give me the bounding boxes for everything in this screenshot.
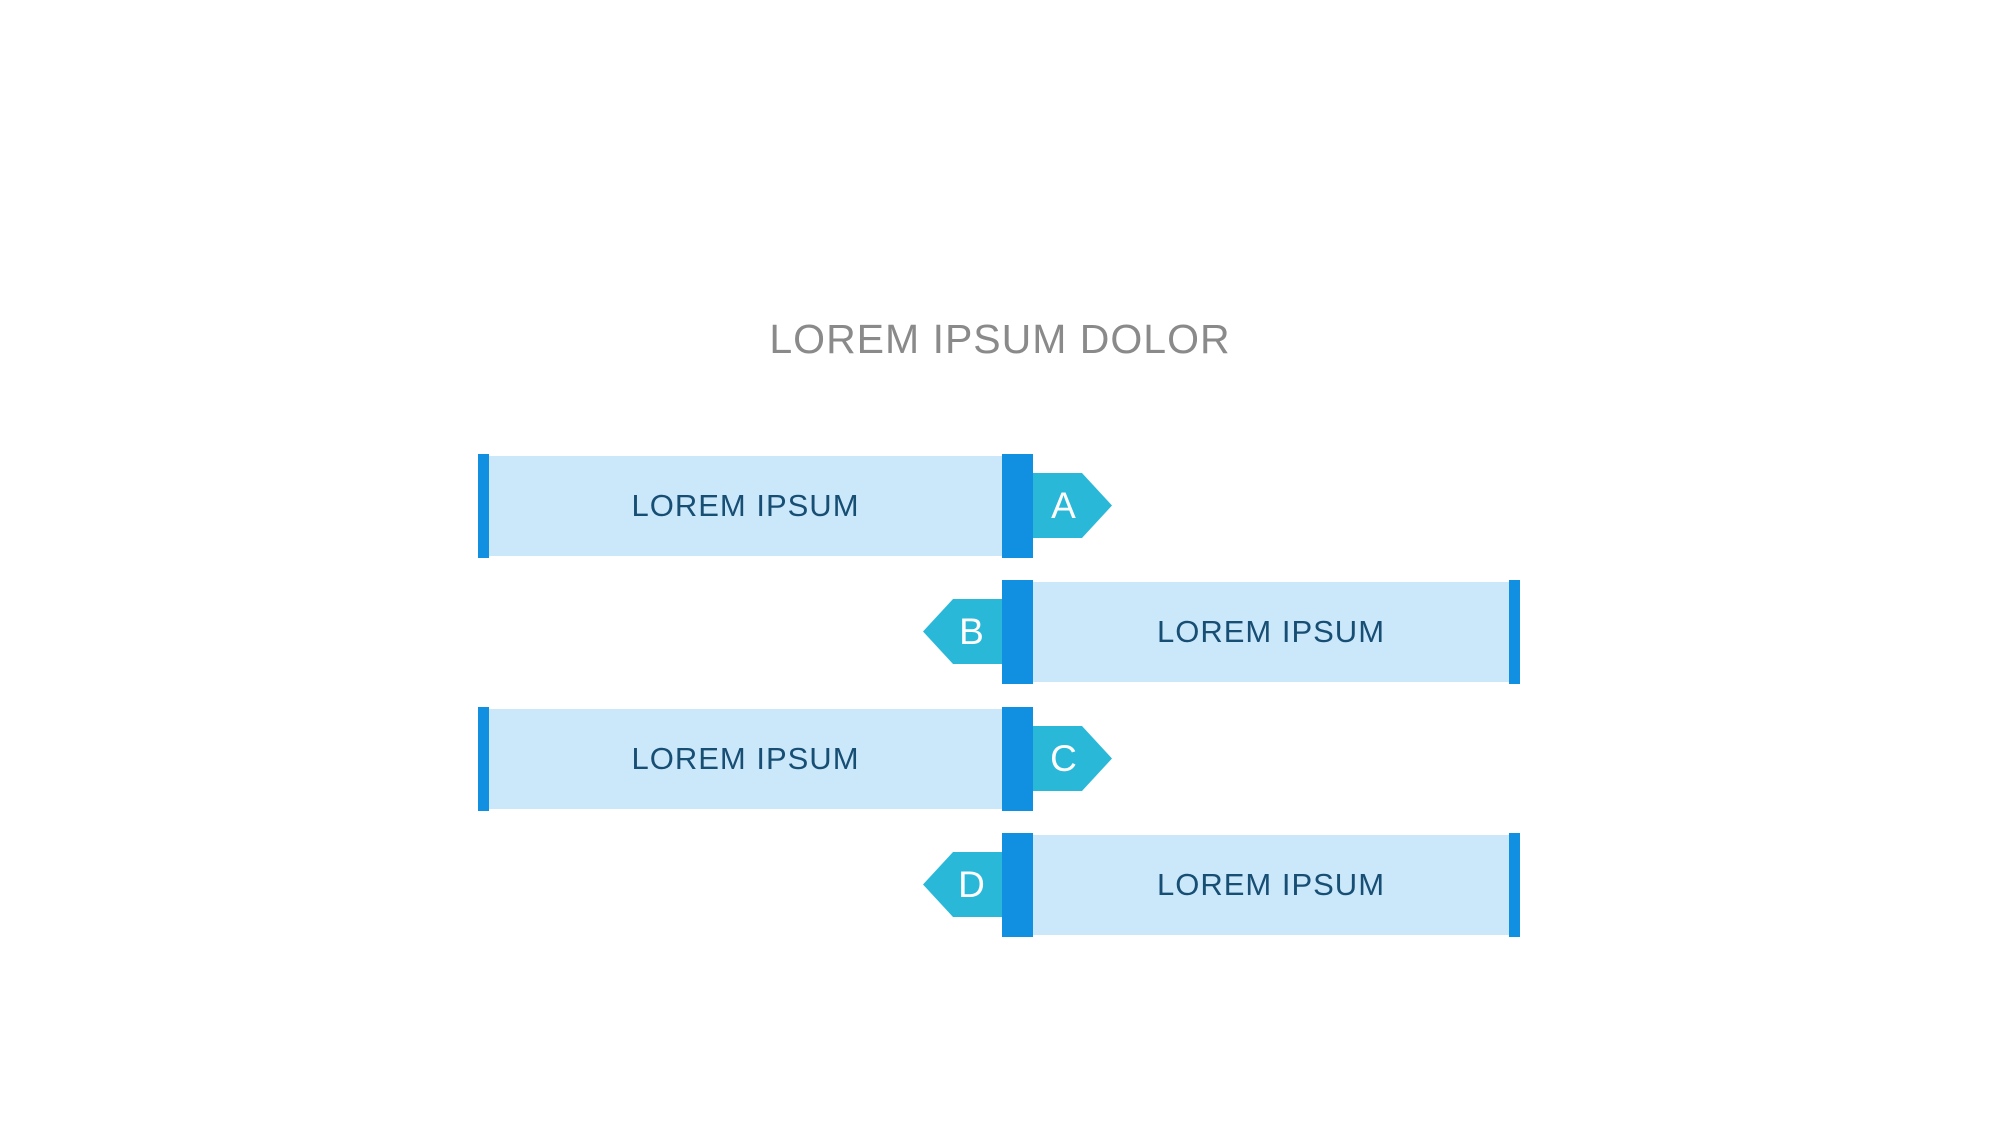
bar-a: LOREM IPSUM [489,456,1002,556]
arrow-letter: A [1051,485,1076,526]
axis-connector-block [1002,833,1033,937]
arrow-letter: B [959,611,984,652]
bar-label: LOREM IPSUM [1156,614,1386,649]
bar-d: LOREM IPSUM [1033,835,1509,935]
bar-c: LOREM IPSUM [489,709,1002,809]
axis-connector-block [1002,707,1033,811]
bar-accent-stripe [478,454,489,558]
bar-label: LOREM IPSUM [631,741,860,776]
arrow-tag-b: B [923,599,1002,664]
bar-label: LOREM IPSUM [1156,867,1386,902]
axis-connector-block [1002,454,1033,558]
arrow-tag-d: D [923,852,1002,917]
process-row-a: LOREM IPSUM A [0,454,2000,558]
bar-accent-stripe [478,707,489,811]
axis-connector-block [1002,580,1033,684]
page-title: LOREM IPSUM DOLOR [769,316,1231,362]
process-row-d: D LOREM IPSUM [0,833,2000,937]
arrow-letter: D [958,864,985,905]
bar-label: LOREM IPSUM [631,488,860,523]
process-row-b: B LOREM IPSUM [0,580,2000,684]
arrow-letter: C [1050,738,1077,779]
arrow-tag-a: A [1033,473,1112,538]
bar-accent-stripe [1509,580,1520,684]
process-row-c: LOREM IPSUM C [0,707,2000,811]
bar-accent-stripe [1509,833,1520,937]
arrow-tag-c: C [1033,726,1112,791]
bar-b: LOREM IPSUM [1033,582,1509,682]
